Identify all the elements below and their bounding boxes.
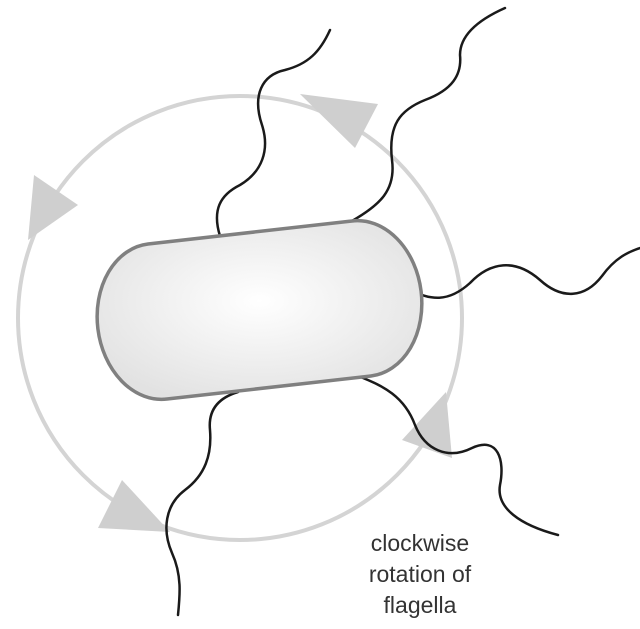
caption-line-3: flagella xyxy=(330,590,510,621)
caption-line-1: clockwise xyxy=(330,528,510,559)
caption-line-2: rotation of xyxy=(330,559,510,590)
flagellum-top-right xyxy=(352,8,505,221)
flagellum-bottom-right xyxy=(352,374,558,535)
caption: clockwise rotation of flagella xyxy=(330,528,510,621)
flagellum-right xyxy=(410,248,640,298)
flagellum-top-left xyxy=(217,30,330,236)
rotation-arrow-right xyxy=(402,392,452,458)
rotation-arrow-top-right xyxy=(300,94,378,148)
bacterium-cell-body xyxy=(97,221,422,400)
rotation-arrow-bottom-left xyxy=(98,480,170,532)
flagellum-bottom-left xyxy=(166,392,238,615)
rotation-arrow-left xyxy=(28,175,78,240)
